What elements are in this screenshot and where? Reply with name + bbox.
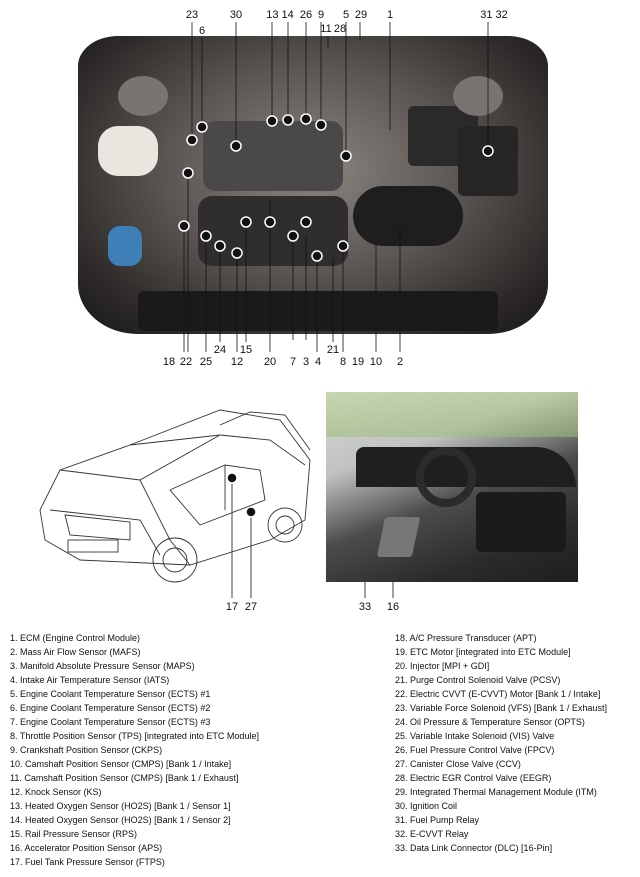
relay-box: [458, 126, 518, 196]
legend-item: 13. Heated Oxygen Sensor (HO2S) [Bank 1 …: [10, 801, 231, 811]
callout-10: 10: [369, 356, 383, 368]
callout-18: 18: [162, 356, 176, 368]
air-intake-duct: [353, 186, 463, 246]
callout-33: 33: [358, 601, 372, 613]
callout-3: 3: [302, 356, 310, 368]
legend-item: 9. Crankshaft Position Sensor (CKPS): [10, 745, 163, 755]
legend-item: 31. Fuel Pump Relay: [395, 815, 480, 825]
legend-item: 6. Engine Coolant Temperature Sensor (EC…: [10, 703, 211, 713]
callout-30: 30: [229, 9, 243, 21]
legend-item: 29. Integrated Thermal Management Module…: [395, 787, 597, 797]
legend-item: 33. Data Link Connector (DLC) [16-Pin]: [395, 843, 553, 853]
center-console: [476, 492, 566, 552]
legend-item: 23. Variable Force Solenoid (VFS) [Bank …: [395, 703, 607, 713]
callout-27: 27: [244, 601, 258, 613]
callout-13-14: 13 14: [266, 9, 294, 21]
coolant-reservoir: [98, 126, 158, 176]
legend-item: 22. Electric CVVT (E-CVVT) Motor [Bank 1…: [395, 689, 601, 699]
callout-22: 22: [179, 356, 193, 368]
legend-item: 25. Variable Intake Solenoid (VIS) Valve: [395, 731, 555, 741]
legend-item: 15. Rail Pressure Sensor (RPS): [10, 829, 138, 839]
callout-25: 25: [199, 356, 213, 368]
legend-item: 32. E-CVVT Relay: [395, 829, 469, 839]
window-view: [326, 392, 578, 437]
legend-left-column: 1. ECM (Engine Control Module) 2. Mass A…: [10, 631, 259, 869]
legend-item: 12. Knock Sensor (KS): [10, 787, 102, 797]
callout-19: 19: [351, 356, 365, 368]
legend-right-column: 18. A/C Pressure Transducer (APT) 19. ET…: [395, 631, 607, 855]
callout-26: 26: [299, 9, 313, 21]
callout-16: 16: [386, 601, 400, 613]
strut-tower-left: [118, 76, 168, 116]
legend-item: 16. Accelerator Position Sensor (APS): [10, 843, 163, 853]
legend-item: 27. Canister Close Valve (CCV): [395, 759, 521, 769]
legend-item: 18. A/C Pressure Transducer (APT): [395, 633, 537, 643]
strut-tower-right: [453, 76, 503, 116]
legend-item: 3. Manifold Absolute Pressure Sensor (MA…: [10, 661, 195, 671]
pedals: [376, 517, 421, 557]
callout-28: 28: [333, 23, 347, 35]
legend-item: 28. Electric EGR Control Valve (EEGR): [395, 773, 552, 783]
intake-manifold: [198, 196, 348, 266]
engine-bay-photo: [78, 36, 548, 334]
legend-item: 11. Camshaft Position Sensor (CMPS) [Ban…: [10, 773, 239, 783]
vehicle-exterior-drawing: [39, 409, 311, 583]
callout-29: 29: [354, 9, 368, 21]
callout-24: 24: [213, 344, 227, 356]
callout-21: 21: [326, 344, 340, 356]
callout-17: 17: [225, 601, 239, 613]
callout-5: 5: [342, 9, 350, 21]
legend-item: 4. Intake Air Temperature Sensor (IATS): [10, 675, 170, 685]
callout-31-32: 31 32: [480, 9, 508, 21]
callout-6: 6: [198, 25, 206, 37]
legend-item: 2. Mass Air Flow Sensor (MAFS): [10, 647, 141, 657]
legend-item: 5. Engine Coolant Temperature Sensor (EC…: [10, 689, 211, 699]
engine-cover: [203, 121, 343, 191]
legend-item: 20. Injector [MPI + GDI]: [395, 661, 490, 671]
legend-item: 14. Heated Oxygen Sensor (HO2S) [Bank 1 …: [10, 815, 231, 825]
legend-item: 8. Throttle Position Sensor (TPS) [integ…: [10, 731, 259, 741]
steering-wheel: [416, 447, 476, 507]
callout-20: 20: [263, 356, 277, 368]
washer-fluid-reservoir: [108, 226, 142, 266]
legend-item: 21. Purge Control Solenoid Valve (PCSV): [395, 675, 561, 685]
legend-item: 17. Fuel Tank Pressure Sensor (FTPS): [10, 857, 165, 867]
legend-item: 26. Fuel Pressure Control Valve (FPCV): [395, 745, 555, 755]
legend-item: 1. ECM (Engine Control Module): [10, 633, 141, 643]
interior-photo: [326, 392, 578, 582]
callout-1: 1: [386, 9, 394, 21]
radiator-support: [138, 291, 498, 331]
legend-item: 10. Camshaft Position Sensor (CMPS) [Ban…: [10, 759, 232, 769]
callout-2: 2: [396, 356, 404, 368]
callout-15: 15: [239, 344, 253, 356]
callout-7: 7: [289, 356, 297, 368]
callout-4: 4: [314, 356, 322, 368]
callout-23: 23: [185, 9, 199, 21]
callout-12: 12: [230, 356, 244, 368]
legend-item: 7. Engine Coolant Temperature Sensor (EC…: [10, 717, 211, 727]
callout-8: 8: [339, 356, 347, 368]
legend-item: 30. Ignition Coil: [395, 801, 458, 811]
legend-item: 24. Oil Pressure & Temperature Sensor (O…: [395, 717, 585, 727]
legend-item: 19. ETC Motor [integrated into ETC Modul…: [395, 647, 571, 657]
callout-11: 11: [320, 23, 332, 35]
callout-9: 9: [317, 9, 325, 21]
